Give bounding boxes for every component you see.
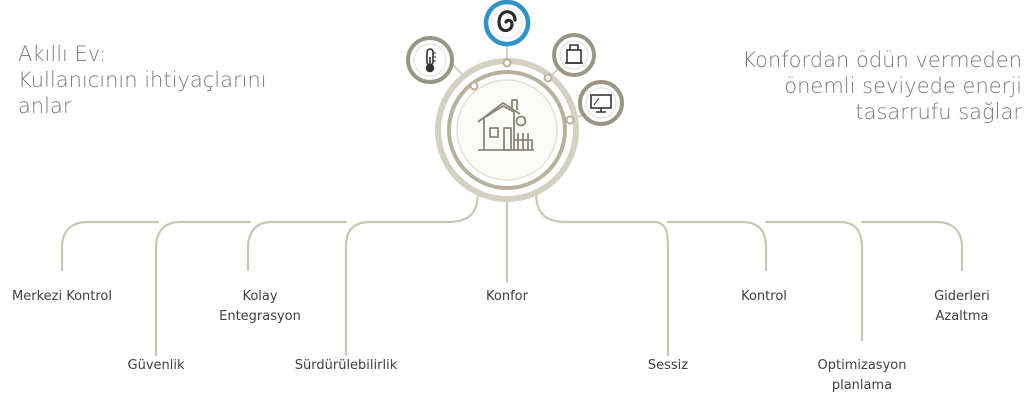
feature-surdurulebilirlik: Sürdürülebilirlik xyxy=(295,356,397,376)
headline-right-line: Konfordan ödün vermeden xyxy=(742,48,1022,72)
feature-label: Optimizasyon xyxy=(817,358,907,373)
satellite-brand-logo xyxy=(483,0,531,47)
feature-label: Azaltma xyxy=(935,309,989,324)
feature-label: planlama xyxy=(831,378,893,393)
satellite-thermometer xyxy=(406,36,454,84)
feature-kolay-entegrasyon: Kolay Entegrasyon xyxy=(219,287,301,327)
branch-optimizasyon xyxy=(764,220,864,342)
thermometer-icon xyxy=(425,48,436,73)
feature-label: Merkezi Kontrol xyxy=(12,289,112,304)
tv-screen-icon xyxy=(590,94,612,113)
feature-giderleri-azaltma: Giderleri Azaltma xyxy=(934,287,990,327)
branch-giderleri xyxy=(860,220,964,272)
headline-right-line: tasarrufu sağlar xyxy=(855,100,1022,124)
headline-left: Akıllı Ev: Kullanıcının ihtiyaçlarını an… xyxy=(18,41,267,119)
feature-label: Giderleri xyxy=(934,289,990,304)
branch-center-left xyxy=(344,190,480,357)
headline-right: Konfordan ödün vermeden önemli seviyede … xyxy=(742,47,1022,125)
headline-left-line: anlar xyxy=(18,94,72,118)
feature-kontrol: Kontrol xyxy=(741,287,787,307)
branch-merkezi xyxy=(60,220,160,272)
hub xyxy=(435,58,579,202)
feature-label: Güvenlik xyxy=(127,358,185,373)
satellite-tv xyxy=(578,80,624,126)
feature-label: Kolay xyxy=(242,289,278,304)
feature-optimizasyon: Optimizasyon planlama xyxy=(818,356,907,396)
branch-kolay xyxy=(246,220,348,272)
headline-right-line: önemli seviyede enerji xyxy=(784,74,1022,98)
branch-guvenlik xyxy=(154,220,252,357)
feature-label: Sürdürülebilirlik xyxy=(294,358,398,373)
feature-sessiz: Sessiz xyxy=(648,356,688,376)
feature-label: Entegrasyon xyxy=(219,309,301,324)
feature-label: Sessiz xyxy=(647,358,689,373)
brand-logo-icon xyxy=(497,10,517,33)
branch-center-right xyxy=(534,190,670,357)
feature-guvenlik: Güvenlik xyxy=(128,356,185,376)
hub-inner-disc xyxy=(456,79,558,181)
headline-left-line: Kullanıcının ihtiyaçlarını xyxy=(18,68,267,92)
satellite-kettle xyxy=(552,33,596,77)
feature-merkezi-kontrol: Merkezi Kontrol xyxy=(12,287,112,307)
feature-konfor: Konfor xyxy=(486,287,528,307)
feature-label: Kontrol xyxy=(741,289,787,304)
kettle-icon xyxy=(565,44,583,64)
feature-label: Konfor xyxy=(486,289,528,304)
branch-kontrol xyxy=(666,220,768,272)
smart-house-icon xyxy=(477,99,534,151)
headline-left-line: Akıllı Ev: xyxy=(18,42,107,66)
